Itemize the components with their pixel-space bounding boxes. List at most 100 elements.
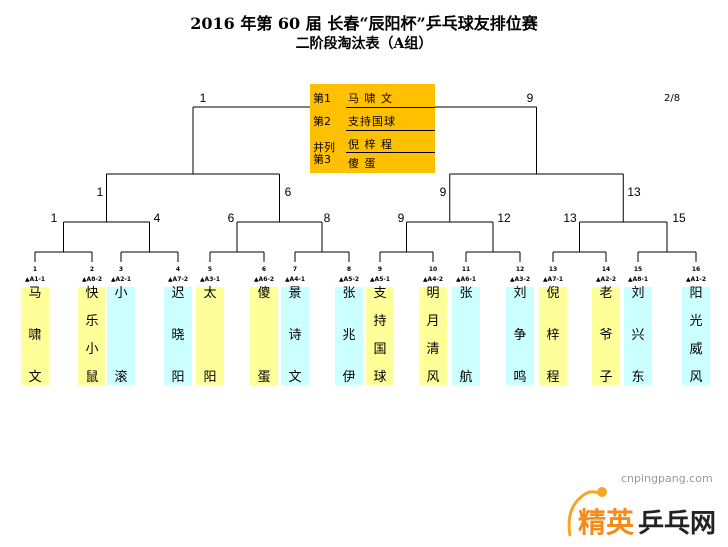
svg-text:乒乓网: 乒乓网 [638,509,716,539]
seed-number: 8 [346,266,352,273]
player-name-char: 小 [114,286,128,301]
quarter-number: 15 [672,211,686,225]
seed-number: 2 [89,266,95,273]
page-title: 2016 年第 60 届 长春“辰阳杯”乒乓球友排位赛 [190,14,538,33]
semi-number: 1 [96,185,104,199]
player-name-char: 小 [85,342,99,357]
player-name-char: 爷 [599,328,613,343]
player-slot: 快乐小鼠 [78,287,106,385]
seed-code: ▲A7-2 [167,276,189,283]
podium-name: 支持国球 [348,115,396,128]
player-name-char: 诗 [288,328,302,343]
final-right-number: 9 [526,91,534,105]
semi-number: 6 [284,185,292,199]
page-subtitle: 二阶段淘汰表（A组） [295,36,433,52]
player-name-char: 刘 [513,286,527,301]
seed-code: ▲A6-1 [455,276,477,283]
player-name-char: 鸣 [513,370,527,385]
seed-code: ▲A8-1 [627,276,649,283]
watermark-logo: 精英 乒乓网 [567,487,716,539]
seed-number: 6 [261,266,267,273]
podium-rank: 第2 [313,115,331,128]
quarter-number: 13 [563,211,577,225]
watermark-url: cnpingpang.com [621,472,713,485]
seed-code: ▲A4-2 [422,276,444,283]
seed-number: 3 [118,266,124,273]
player-name-char: 清 [426,342,440,357]
seed-number: 9 [377,266,383,273]
podium-row-4: 第3 傻 蛋 [310,148,435,170]
podium-row-3: 并列 倪 梓 程 [310,132,435,154]
podium-divider [346,130,435,131]
player-name-char: 争 [513,328,527,343]
seed-number: 12 [515,266,525,273]
seed-number: 7 [292,266,298,273]
player-name-char: 光 [689,314,703,329]
podium-box: 第1 马 啸 文 第2 支持国球 并列 倪 梓 程 第3 傻 蛋 [310,84,435,173]
player-name-char: 兆 [342,328,356,343]
seed-code: ▲A1-2 [685,276,707,283]
player-name-char: 迟 [171,286,185,301]
player-slot: 明月清风 [419,287,447,385]
player-name-char: 子 [599,370,613,385]
podium-row-1: 第1 马 啸 文 [310,86,435,108]
player-name-char: 东 [631,370,645,385]
player-name-char: 程 [546,370,560,385]
seed-number: 16 [691,266,701,273]
player-name-char: 鼠 [85,370,99,385]
semi-number: 13 [627,185,641,199]
podium-divider [346,152,435,153]
seed-code: ▲A2-1 [110,276,132,283]
player-name-char: 文 [28,370,42,385]
podium-name: 倪 梓 程 [348,138,393,151]
seed-code: ▲A1-1 [24,276,46,283]
player-name-char: 阳 [203,370,217,385]
player-slot: 支持国球 [366,287,394,385]
player-slot: 张航 [452,287,480,385]
seed-number: 14 [601,266,611,273]
player-name-char: 文 [288,370,302,385]
player-name-char: 马 [28,286,42,301]
player-name-char: 支 [373,286,387,301]
podium-name: 马 啸 文 [348,92,393,105]
player-name-char: 张 [342,286,356,301]
seed-number: 10 [428,266,438,273]
player-name-char: 明 [426,286,440,301]
player-name-char: 景 [288,286,302,301]
player-name-char: 国 [373,342,387,357]
player-name-char: 风 [426,370,440,385]
svg-text:精英: 精英 [578,506,635,539]
seed-code: ▲A3-1 [199,276,221,283]
player-name-char: 蛋 [257,370,271,385]
seed-code: ▲A2-2 [595,276,617,283]
player-name-char: 太 [203,286,217,301]
seed-code: ▲A6-2 [253,276,275,283]
quarter-number: 1 [50,211,58,225]
player-name-char: 阳 [689,286,703,301]
player-name-char: 张 [459,286,473,301]
player-slot: 迟晓阳 [164,287,192,385]
seed-number: 4 [175,266,181,273]
player-name-char: 快 [85,286,99,301]
seed-number: 13 [548,266,558,273]
podium-rank: 并列 [313,141,335,154]
player-name-char: 阳 [171,370,185,385]
player-name-char: 乐 [85,314,99,329]
podium-rank: 第3 [313,153,331,166]
player-slot: 刘争鸣 [506,287,534,385]
seed-number: 1 [32,266,38,273]
player-slot: 马啸文 [21,287,49,385]
player-slot: 刘兴东 [624,287,652,385]
player-name-char: 倪 [546,286,560,301]
player-name-char: 持 [373,314,387,329]
player-name-char: 老 [599,286,613,301]
quarter-number: 8 [323,211,331,225]
seed-code: ▲A7-1 [542,276,564,283]
player-slot: 倪梓程 [539,287,567,385]
seed-code: ▲A8-2 [81,276,103,283]
podium-name: 傻 蛋 [348,157,377,170]
player-name-char: 航 [459,370,473,385]
quarter-number: 12 [497,211,511,225]
player-name-char: 傻 [257,286,271,301]
